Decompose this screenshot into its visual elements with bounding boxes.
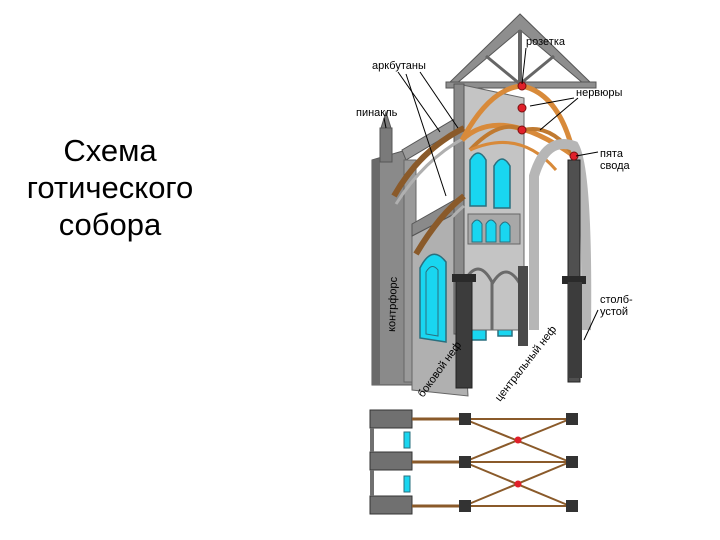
title-line-3: собора: [58, 207, 162, 242]
buttress: [371, 110, 461, 386]
label-pyata-line1: пята: [600, 148, 624, 160]
title-line-1: Схема: [63, 133, 157, 168]
rib-joints: [517, 81, 579, 161]
label-arkbutany: аркбутаны: [372, 60, 426, 72]
leader-lines: [383, 47, 599, 341]
diagram-title: Схема готического собора: [10, 132, 210, 243]
label-stolb-line2: устой: [600, 306, 628, 318]
label-pyata-line2: свода: [600, 160, 631, 172]
label-stolb-line1: столб-: [600, 294, 633, 306]
label-pinakl: пинакль: [356, 107, 398, 119]
roof-truss: [445, 13, 597, 89]
title-line-2: готического: [26, 170, 194, 205]
label-rozetka: розетка: [526, 36, 566, 48]
label-nervury: нервюры: [576, 87, 623, 99]
flying-buttresses: [391, 125, 466, 263]
label-kontrfors: контрфорс: [386, 276, 400, 332]
floor-plan: [369, 409, 578, 515]
